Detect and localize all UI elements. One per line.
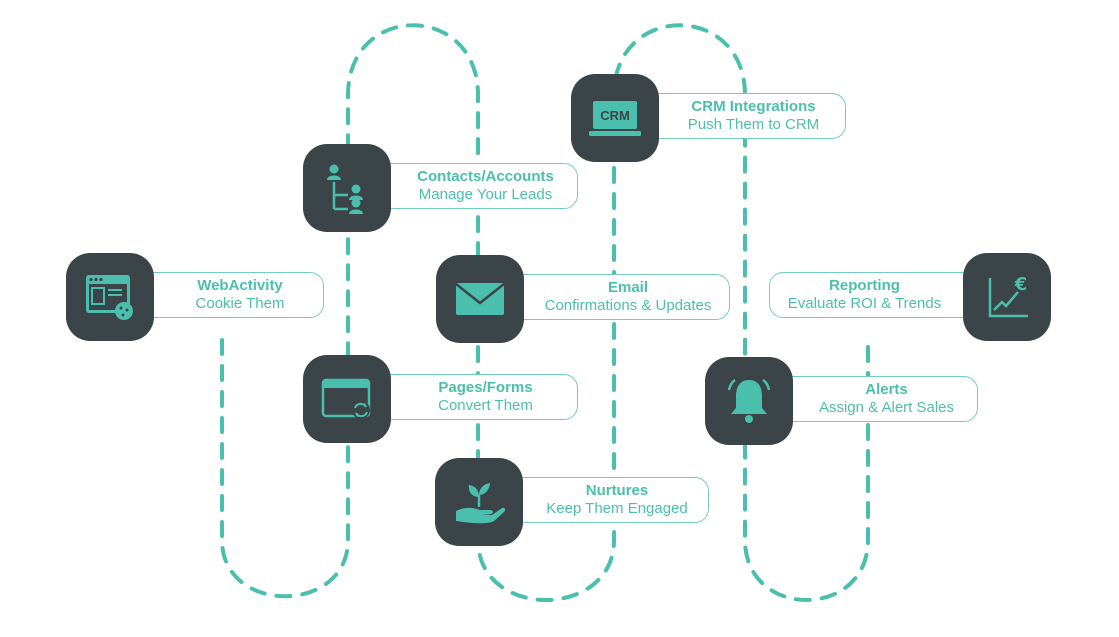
label-box: Reporting Evaluate ROI & Trends bbox=[769, 272, 974, 318]
label-box: WebActivity Cookie Them bbox=[136, 272, 324, 318]
node-subtitle: Manage Your Leads bbox=[418, 186, 553, 203]
node-subtitle: Cookie Them bbox=[195, 295, 285, 312]
envelope-icon bbox=[455, 283, 505, 315]
bell-icon bbox=[727, 378, 771, 423]
icon-tile bbox=[436, 255, 524, 343]
label-box: Email Confirmations & Updates bbox=[506, 274, 730, 320]
label-box: Contacts/Accounts Manage Your Leads bbox=[373, 163, 578, 209]
crm-text: CRM bbox=[600, 108, 630, 123]
node-title: Reporting bbox=[829, 277, 900, 294]
node-title: Nurtures bbox=[585, 482, 649, 499]
node-subtitle: Evaluate ROI & Trends bbox=[787, 295, 942, 312]
node-contacts[interactable]: Contacts/Accounts Manage Your Leads bbox=[303, 144, 580, 234]
node-subtitle: Convert Them bbox=[438, 397, 533, 414]
euro-chart-icon: € bbox=[988, 274, 1028, 318]
window-refresh-icon bbox=[321, 378, 371, 419]
icon-tile: CRM bbox=[571, 74, 659, 162]
node-title: Email bbox=[607, 279, 649, 296]
node-subtitle: Confirmations & Updates bbox=[544, 297, 712, 314]
icon-tile bbox=[66, 253, 154, 341]
node-title: Pages/Forms bbox=[438, 379, 533, 396]
node-subtitle: Assign & Alert Sales bbox=[818, 399, 955, 416]
icon-tile bbox=[705, 357, 793, 445]
node-webactivity[interactable]: WebActivity Cookie Them bbox=[66, 253, 326, 343]
node-title: Contacts/Accounts bbox=[417, 168, 554, 185]
node-title: WebActivity bbox=[197, 277, 283, 294]
node-subtitle: Push Them to CRM bbox=[687, 116, 820, 133]
icon-tile bbox=[435, 458, 523, 546]
label-box: Alerts Assign & Alert Sales bbox=[775, 376, 978, 422]
icon-tile: € bbox=[963, 253, 1051, 341]
icon-tile bbox=[303, 144, 391, 232]
label-box: Nurtures Keep Them Engaged bbox=[505, 477, 709, 523]
node-crm-integrations[interactable]: CRM Integrations Push Them to CRM CRM bbox=[571, 74, 848, 164]
node-pages-forms[interactable]: Pages/Forms Convert Them bbox=[303, 355, 580, 445]
node-nurtures[interactable]: Nurtures Keep Them Engaged bbox=[435, 458, 711, 548]
node-email[interactable]: Email Confirmations & Updates bbox=[436, 255, 732, 345]
icon-tile bbox=[303, 355, 391, 443]
node-reporting[interactable]: Reporting Evaluate ROI & Trends € bbox=[769, 253, 1052, 343]
node-title: CRM Integrations bbox=[691, 98, 816, 115]
node-subtitle: Keep Them Engaged bbox=[546, 500, 688, 517]
browser-cookie-icon bbox=[86, 275, 133, 320]
node-alerts[interactable]: Alerts Assign & Alert Sales bbox=[705, 357, 980, 447]
org-chart-people-icon bbox=[327, 164, 363, 214]
node-title: Alerts bbox=[865, 381, 908, 398]
hand-plant-icon bbox=[456, 483, 506, 524]
euro-symbol: € bbox=[1014, 274, 1028, 295]
crm-laptop-icon: CRM bbox=[589, 101, 641, 136]
label-box: Pages/Forms Convert Them bbox=[373, 374, 578, 420]
label-box: CRM Integrations Push Them to CRM bbox=[641, 93, 846, 139]
